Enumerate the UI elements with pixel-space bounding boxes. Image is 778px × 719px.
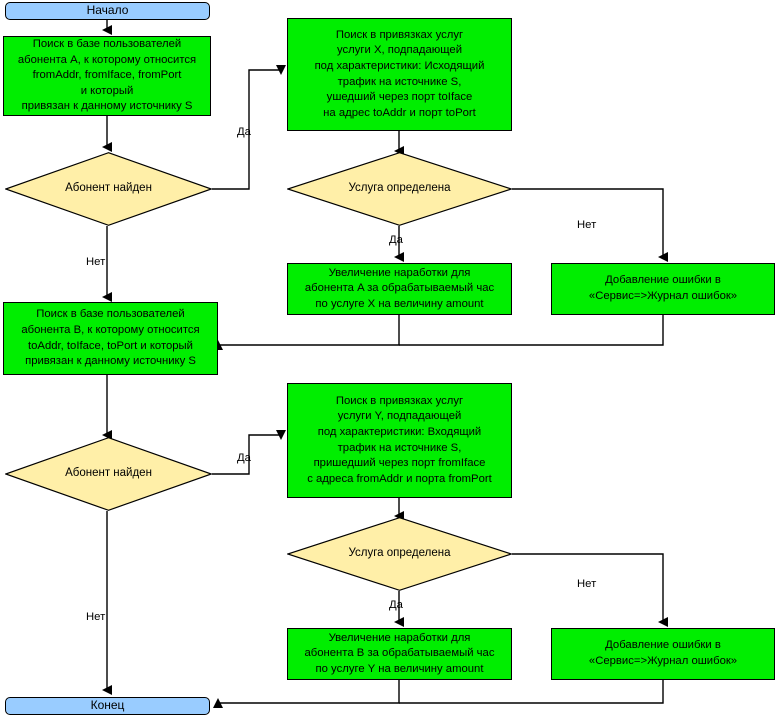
edge-label-no-x: Нет	[577, 219, 597, 231]
node-increase-usage-b[interactable]: Увеличение наработки для абонента B за о…	[287, 628, 512, 680]
edge-usage-a-to-search-b	[213, 315, 400, 350]
edge-label-no-b: Нет	[86, 611, 106, 623]
node-service-defined-y[interactable]: Услуга определена	[287, 517, 512, 591]
node-search-service-y-label: Поиск в привязках услуг услуги Y, подпад…	[307, 394, 492, 485]
node-service-defined-x-label: Услуга определена	[348, 182, 451, 195]
node-end-label: Конец	[90, 698, 125, 713]
node-start[interactable]: Начало	[5, 2, 210, 20]
node-search-service-y[interactable]: Поиск в привязках услуг услуги Y, подпад…	[287, 383, 512, 498]
diamond-shape	[5, 437, 212, 511]
edge-label-yes-y: Да	[389, 599, 403, 611]
node-search-service-x[interactable]: Поиск в привязках услуг услуги X, подпад…	[287, 18, 512, 131]
node-add-error-x[interactable]: Добавление ошибки в «Сервис=>Журнал ошиб…	[551, 263, 775, 315]
edge-label-yes-a: Да	[237, 126, 251, 138]
node-increase-usage-a[interactable]: Увеличение наработки для абонента A за о…	[287, 263, 512, 315]
node-subscriber-found-a[interactable]: Абонент найден	[5, 152, 212, 226]
node-service-defined-x[interactable]: Услуга определена	[287, 152, 512, 226]
node-search-user-a-label: Поиск в базе пользователей абонента A, к…	[17, 38, 197, 113]
diamond-shape	[5, 152, 212, 226]
node-subscriber-found-b[interactable]: Абонент найден	[5, 437, 212, 511]
edge-label-yes-b: Да	[237, 452, 251, 464]
edge-error-y-join	[399, 680, 664, 704]
node-increase-usage-b-label: Увеличение наработки для абонента B за о…	[304, 631, 495, 675]
node-subscriber-found-a-label: Абонент найден	[65, 182, 152, 195]
node-add-error-x-label: Добавление ошибки в «Сервис=>Журнал ошиб…	[588, 274, 738, 302]
node-start-label: Начало	[86, 3, 129, 18]
diamond-shape	[287, 152, 512, 226]
node-subscriber-found-b-label: Абонент найден	[65, 467, 152, 480]
edge-error-x-join	[399, 315, 664, 346]
edge-label-no-y: Нет	[577, 578, 597, 590]
edge-label-no-a: Нет	[86, 256, 106, 268]
node-end[interactable]: Конец	[5, 697, 210, 715]
edge-usage-b-to-end	[213, 680, 400, 708]
node-search-user-a[interactable]: Поиск в базе пользователей абонента A, к…	[3, 36, 211, 116]
node-search-service-x-label: Поиск в привязках услуг услуги X, подпад…	[314, 28, 485, 119]
node-search-user-b-label: Поиск в базе пользователей абонента B, к…	[21, 308, 200, 368]
node-add-error-y[interactable]: Добавление ошибки в «Сервис=>Журнал ошиб…	[551, 628, 775, 680]
node-add-error-y-label: Добавление ошибки в «Сервис=>Журнал ошиб…	[588, 639, 738, 667]
node-increase-usage-a-label: Увеличение наработки для абонента A за о…	[304, 266, 495, 310]
diamond-shape	[287, 517, 512, 591]
node-search-user-b[interactable]: Поиск в базе пользователей абонента B, к…	[3, 302, 218, 375]
node-service-defined-y-label: Услуга определена	[348, 547, 451, 560]
edge-label-yes-x: Да	[389, 234, 403, 246]
